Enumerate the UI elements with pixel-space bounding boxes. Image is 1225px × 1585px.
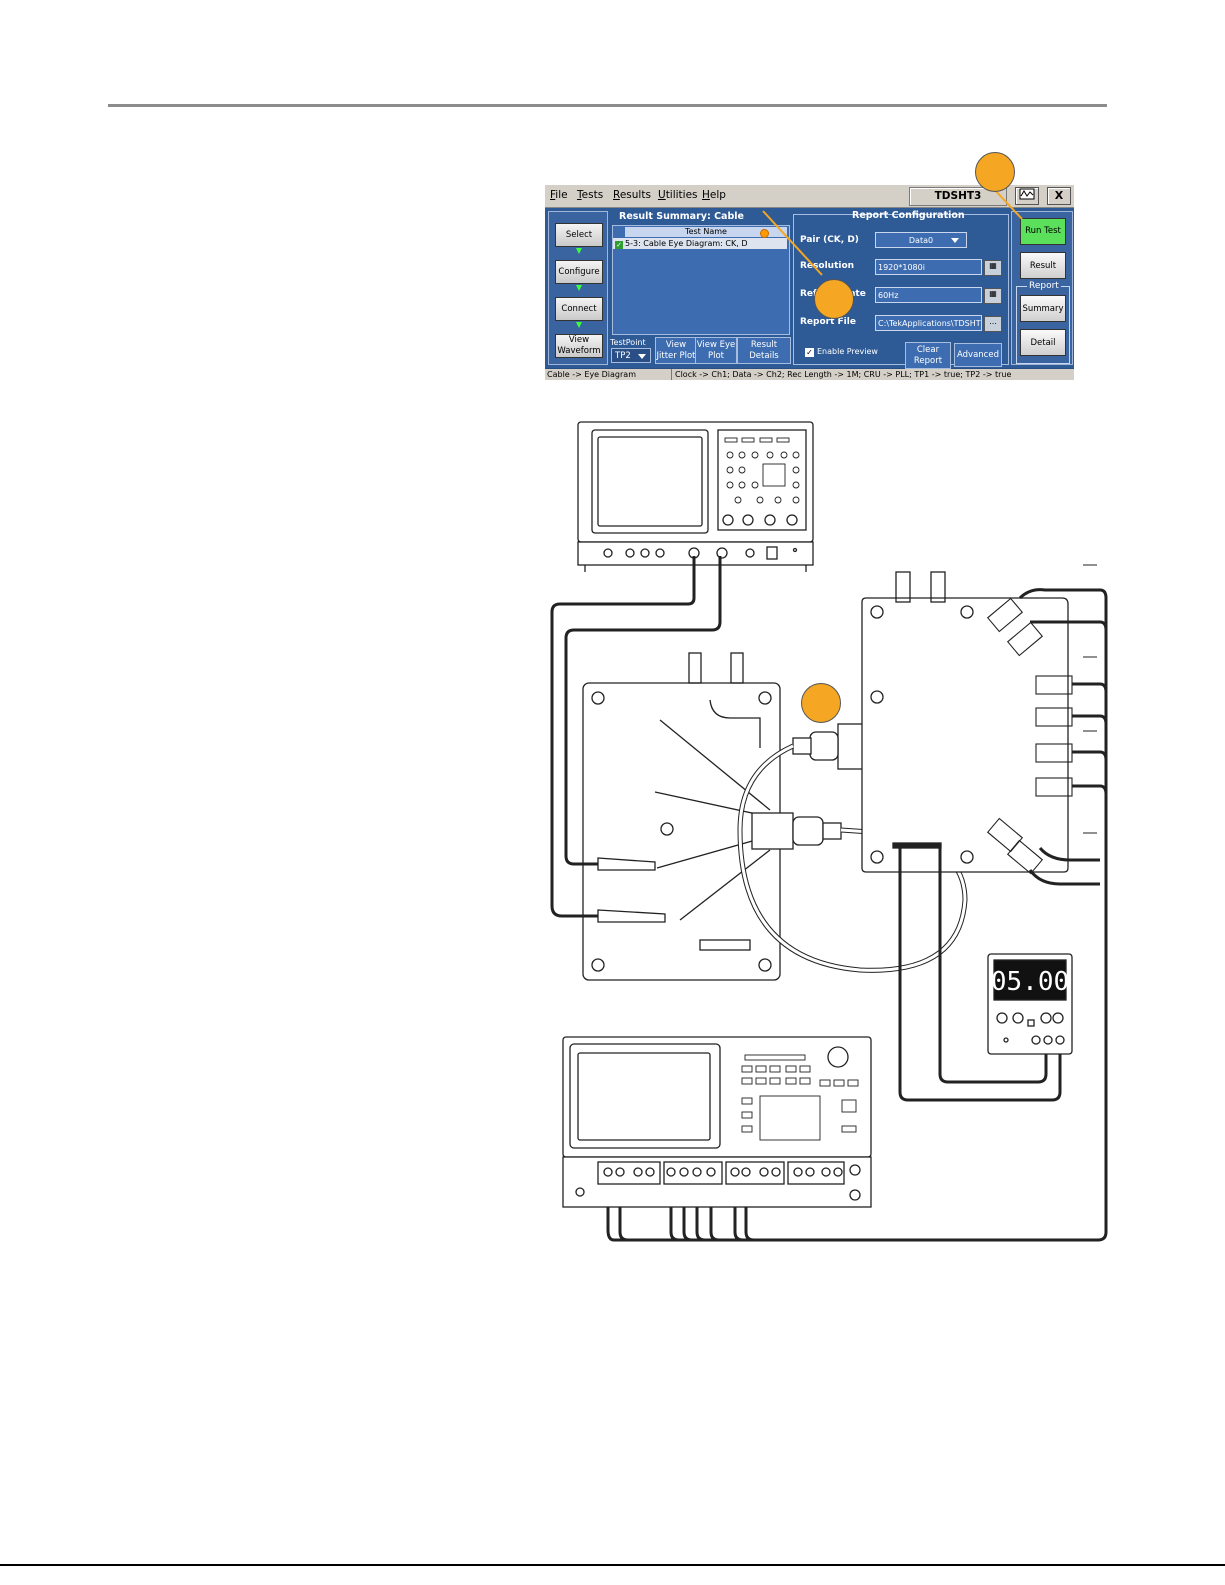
pair-label: Pair (CK, D) xyxy=(800,235,859,245)
power-supply-display: 05.00 xyxy=(991,967,1069,997)
nav-arrow-icon xyxy=(576,248,582,254)
result-list: Test Name ✓5-3: Cable Eye Diagram: CK, D xyxy=(612,225,790,335)
run-test-button[interactable]: Run Test xyxy=(1020,218,1066,245)
testpoint-select[interactable]: TP2 xyxy=(611,348,651,363)
view-eye-plot-button[interactable]: View Eye Plot xyxy=(695,337,737,364)
clear-report-button[interactable]: Clear Report xyxy=(905,342,951,369)
report-group: Report Summary Detail xyxy=(1016,281,1070,364)
result-button[interactable]: Result xyxy=(1020,252,1066,279)
detail-button[interactable]: Detail xyxy=(1020,329,1066,356)
test-fixture-board-icon xyxy=(582,652,781,981)
select-button[interactable]: Select xyxy=(555,223,603,247)
close-button[interactable]: X xyxy=(1047,187,1071,205)
report-file-field[interactable]: C:\TekApplications\TDSHT xyxy=(875,315,982,331)
summary-button[interactable]: Summary xyxy=(1020,295,1066,322)
checkbox-icon: ✓ xyxy=(805,348,814,357)
pair-select[interactable]: Data0 xyxy=(875,232,967,248)
menu-file[interactable]: File xyxy=(550,189,568,201)
top-rule xyxy=(108,104,1107,107)
resolution-field[interactable]: 1920*1080i xyxy=(875,259,982,275)
testpoint-label: TestPoint xyxy=(610,338,646,347)
callout-marker xyxy=(975,152,1015,192)
keypad-icon: ▦ xyxy=(989,289,997,298)
status-bar: Cable -> Eye Diagram Clock -> Ch1; Data … xyxy=(545,369,1074,380)
report-file-label: Report File xyxy=(800,317,856,327)
browse-button[interactable]: ... xyxy=(984,316,1002,332)
hdmi-fixture-board-icon xyxy=(861,571,1073,875)
keypad-icon: ▦ xyxy=(989,261,997,270)
resolution-label: Resolution xyxy=(800,261,855,271)
result-row-label: 5-3: Cable Eye Diagram: CK, D xyxy=(625,239,748,248)
nav-arrow-icon xyxy=(576,322,582,328)
signal-generator-icon xyxy=(562,1036,872,1208)
status-left: Cable -> Eye Diagram xyxy=(547,369,672,380)
report-configuration-title: Report Configuration xyxy=(852,210,965,221)
connect-button[interactable]: Connect xyxy=(555,297,603,321)
report-group-label: Report xyxy=(1027,281,1061,291)
enable-preview-checkbox[interactable]: ✓Enable Preview xyxy=(805,347,878,357)
menu-help[interactable]: Help xyxy=(702,189,726,201)
callout-marker xyxy=(814,279,854,319)
callout-marker xyxy=(801,683,841,723)
bottom-rule xyxy=(0,1564,1225,1566)
close-icon: X xyxy=(1054,189,1064,202)
action-column: Run Test Result Report Summary Detail xyxy=(1011,211,1073,365)
view-jitter-plot-button[interactable]: View Jitter Plot xyxy=(655,337,697,364)
resolution-keypad-button[interactable]: ▦ xyxy=(984,260,1002,276)
nav-arrow-icon xyxy=(576,285,582,291)
view-waveform-button[interactable]: View Waveform xyxy=(555,334,603,358)
nav-column: Select Configure Connect View Waveform xyxy=(548,211,608,365)
result-summary-title: Result Summary: Cable xyxy=(619,211,744,222)
pass-check-icon: ✓ xyxy=(615,241,623,249)
menu-results[interactable]: Results xyxy=(613,189,651,201)
enable-preview-label: Enable Preview xyxy=(817,347,878,356)
refresh-keypad-button[interactable]: ▦ xyxy=(984,288,1002,304)
result-row[interactable]: ✓5-3: Cable Eye Diagram: CK, D xyxy=(613,238,787,249)
advanced-button[interactable]: Advanced xyxy=(954,343,1002,367)
refresh-rate-field[interactable]: 60Hz xyxy=(875,287,982,303)
oscilloscope-icon xyxy=(577,421,814,572)
configure-button[interactable]: Configure xyxy=(555,260,603,284)
power-supply-icon xyxy=(987,953,1073,1055)
status-right: Clock -> Ch1; Data -> Ch2; Rec Length ->… xyxy=(675,370,1012,379)
report-configuration-panel: Report Configuration Pair (CK, D) Data0 … xyxy=(793,210,1009,369)
menu-utilities[interactable]: Utilities xyxy=(658,189,698,201)
menu-tests[interactable]: Tests xyxy=(577,189,604,201)
test-name-header: Test Name xyxy=(625,227,787,237)
result-details-button[interactable]: Result Details xyxy=(737,337,791,364)
